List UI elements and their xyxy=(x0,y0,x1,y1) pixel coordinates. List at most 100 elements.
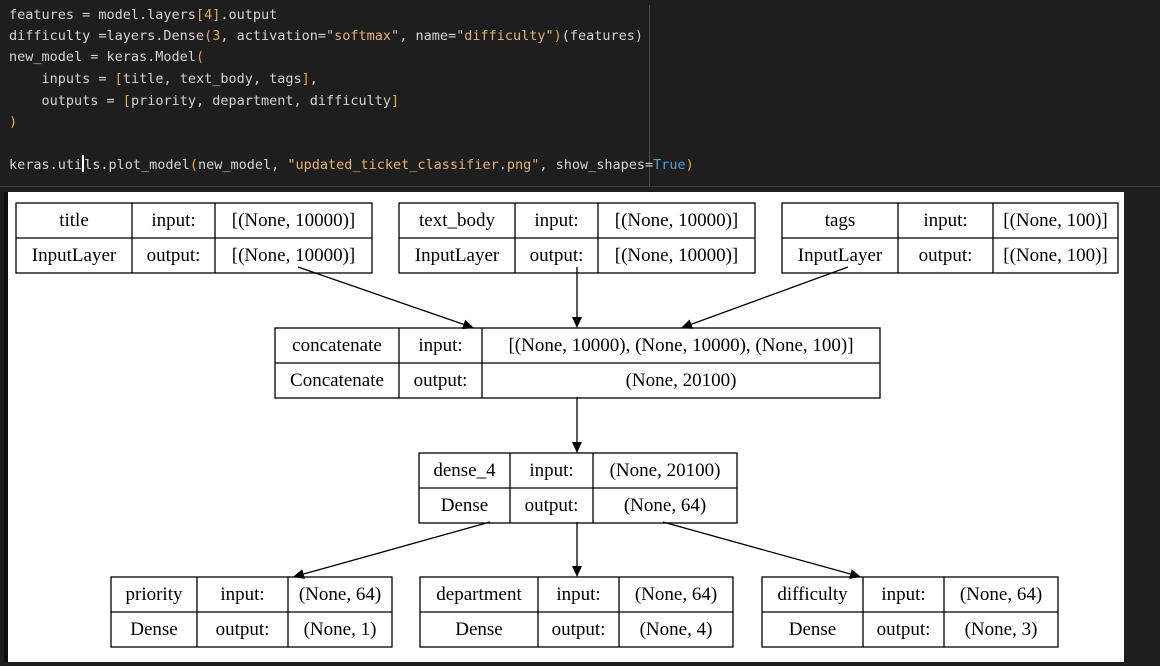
arrow-head-icon xyxy=(572,442,582,453)
layer-name: concatenate xyxy=(292,335,382,356)
edge-title-to-concatenate xyxy=(297,266,474,330)
code-token: title, text_body, tags xyxy=(122,71,302,87)
code-token: [ xyxy=(122,93,131,109)
layer-type: Concatenate xyxy=(290,370,384,391)
output-shape: [(None, 10000)] xyxy=(615,245,738,266)
edge-dense-4-to-priority xyxy=(293,521,491,579)
code-token: inputs = xyxy=(9,71,115,87)
output-shape: [(None, 10000)] xyxy=(232,245,355,266)
layer-type: InputLayer xyxy=(415,245,500,266)
code-line[interactable]: outputs = [priority, department, difficu… xyxy=(9,91,400,112)
code-token: new_model = keras.Model xyxy=(9,49,196,65)
layer-type: Dense xyxy=(441,495,488,516)
input-shape: [(None, 10000), (None, 10000), (None, 10… xyxy=(508,335,853,356)
code-token: "difficulty" xyxy=(456,28,554,44)
output-label: output: xyxy=(147,245,201,266)
layer-name: department xyxy=(436,584,522,605)
code-token: "updated_ticket_classifier.png" xyxy=(287,157,540,173)
output-label: output: xyxy=(530,245,584,266)
output-shape: (None, 20100) xyxy=(626,370,737,391)
layer-name: text_body xyxy=(419,210,495,231)
code-token: [ xyxy=(195,7,205,23)
edge-tags-to-concatenate xyxy=(681,266,849,329)
code-token: ) xyxy=(553,28,562,44)
edge-dense-4-to-difficulty xyxy=(662,521,861,579)
code-token: , show_shapes= xyxy=(539,157,654,173)
layer-type: Dense xyxy=(130,619,177,640)
layer-name: difficulty xyxy=(777,584,848,605)
layer-type: Dense xyxy=(789,619,836,640)
code-token: difficulty =layers.Dense xyxy=(9,28,205,44)
code-token: ( xyxy=(189,157,198,173)
code-line[interactable]: ) xyxy=(9,112,17,133)
output-label: output: xyxy=(414,370,468,391)
code-token: ] xyxy=(301,71,310,87)
code-token: new_model, xyxy=(197,157,288,173)
code-line[interactable]: new_model = keras.Model( xyxy=(9,47,204,68)
output-shape: (None, 3) xyxy=(965,619,1038,640)
input-label: input: xyxy=(534,210,578,231)
output-shape: [(None, 100)] xyxy=(1003,245,1107,266)
input-label: input: xyxy=(151,210,195,231)
layer-name: title xyxy=(59,210,89,231)
code-token: ( xyxy=(195,49,205,65)
arrow-head-icon xyxy=(681,319,694,329)
input-label: input: xyxy=(529,460,573,481)
code-token: ( xyxy=(204,28,213,44)
edge-line xyxy=(691,266,849,325)
code-token: 4 xyxy=(204,7,213,23)
code-line[interactable]: features = model.layers[4].output xyxy=(9,5,277,26)
code-token: ) xyxy=(685,157,694,173)
input-shape: (None, 64) xyxy=(960,584,1042,605)
code-token: "softmax" xyxy=(326,28,400,44)
edge-dense-4-to-department xyxy=(572,522,582,577)
text-cursor xyxy=(82,155,85,172)
output-shape: (None, 1) xyxy=(304,619,377,640)
output-label: output: xyxy=(552,619,606,640)
input-label: input: xyxy=(418,335,462,356)
arrow-head-icon xyxy=(461,319,474,330)
layer-type: InputLayer xyxy=(32,245,117,266)
code-token: ] xyxy=(391,93,400,109)
edge-text-body-to-concatenate xyxy=(572,267,582,328)
code-token: , xyxy=(309,71,318,87)
code-token: priority, department, difficulty xyxy=(130,93,392,109)
input-label: input: xyxy=(556,584,600,605)
layer-type: InputLayer xyxy=(798,245,883,266)
code-token: keras.uti xyxy=(9,157,83,173)
code-token: [ xyxy=(114,71,123,87)
input-label: input: xyxy=(923,210,967,231)
input-shape: (None, 20100) xyxy=(610,460,721,481)
code-line[interactable]: difficulty =layers.Dense(3, activation="… xyxy=(9,26,643,47)
edge-line xyxy=(662,521,851,575)
code-token: 3 xyxy=(212,28,221,44)
code-token: features = model.layers xyxy=(9,7,196,23)
line-length-ruler xyxy=(649,5,650,186)
output-label: output: xyxy=(525,495,579,516)
code-token: True xyxy=(653,157,686,173)
code-token: (features) xyxy=(561,28,644,44)
edge-line xyxy=(297,266,464,326)
layer-name: dense_4 xyxy=(433,460,496,481)
input-shape: [(None, 10000)] xyxy=(615,210,738,231)
output-label: output: xyxy=(877,619,931,640)
code-token: , activation= xyxy=(220,28,327,44)
layer-name: tags xyxy=(825,210,856,231)
layer-type: Dense xyxy=(455,619,502,640)
code-token: ] xyxy=(212,7,221,23)
output-label: output: xyxy=(919,245,973,266)
input-shape: [(None, 10000)] xyxy=(232,210,355,231)
code-line[interactable]: inputs = [title, text_body, tags], xyxy=(9,69,318,90)
edge-concatenate-to-dense-4 xyxy=(572,397,582,453)
